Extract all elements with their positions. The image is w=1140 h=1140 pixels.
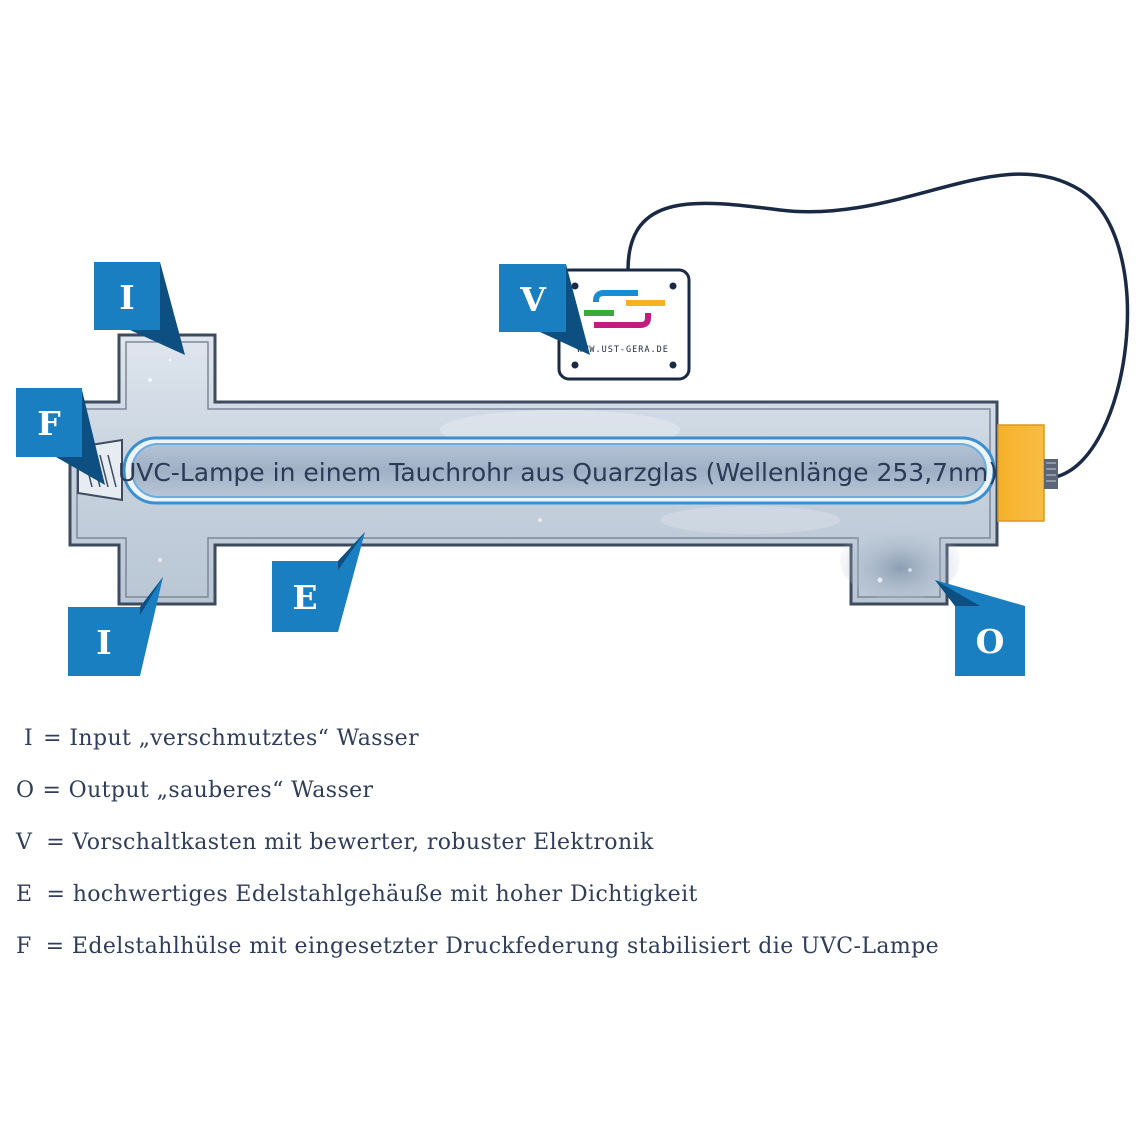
legend-text: = Input „verschmutztes“ Wasser xyxy=(43,726,420,751)
legend-item-sleeve: F = Edelstahlhülse mit eingesetzter Druck… xyxy=(16,934,939,959)
tag-letter-sleeve: F xyxy=(37,404,60,443)
legend-key: O xyxy=(16,778,35,803)
legend-key: V xyxy=(16,830,33,855)
legend-item-ballast: V = Vorschaltkasten mit bewerter, robuste… xyxy=(16,830,654,855)
legend-item-output: O = Output „sauberes“ Wasser xyxy=(16,778,373,803)
legend-key: I xyxy=(24,726,34,751)
lamp-connector xyxy=(997,424,1058,522)
ballast-box: WWW.UST-GERA.DE xyxy=(557,268,691,381)
legend-text: = Edelstahlhülse mit eingesetzter Druckf… xyxy=(45,934,940,959)
lamp-label: UVC-Lampe in einem Tauchrohr aus Quarzgl… xyxy=(118,458,998,487)
legend-text: = hochwertiges Edelstahlgehäuße mit hohe… xyxy=(46,882,698,907)
tag-letter-housing: E xyxy=(292,578,317,617)
tag-housing: E xyxy=(272,532,365,632)
legend-key: E xyxy=(16,882,33,907)
logo-url: WWW.UST-GERA.DE xyxy=(577,345,669,355)
legend-text: = Output „sauberes“ Wasser xyxy=(42,778,374,803)
ust-logo: WWW.UST-GERA.DE xyxy=(577,290,669,355)
tag-ballast: V xyxy=(499,264,590,355)
legend-item-input: I = Input „verschmutztes“ Wasser xyxy=(16,726,419,751)
tag-letter-input-top: I xyxy=(119,278,134,317)
legend-text: = Vorschaltkasten mit bewerter, robuster… xyxy=(46,830,654,855)
legend-item-housing: E = hochwertiges Edelstahlgehäuße mit hoh… xyxy=(16,882,698,907)
tag-output: O xyxy=(935,580,1025,676)
tag-input-top: I xyxy=(94,262,185,355)
legend-key: F xyxy=(16,934,32,959)
tag-letter-input-bottom: I xyxy=(96,623,111,662)
tag-letter-ballast: V xyxy=(519,280,547,319)
tag-sleeve: F xyxy=(16,388,105,485)
power-cable xyxy=(626,172,1130,479)
tag-input-bottom: I xyxy=(68,577,163,676)
uvc-lamp: UVC-Lampe in einem Tauchrohr aus Quarzgl… xyxy=(118,436,998,505)
tag-letter-output: O xyxy=(976,622,1005,661)
